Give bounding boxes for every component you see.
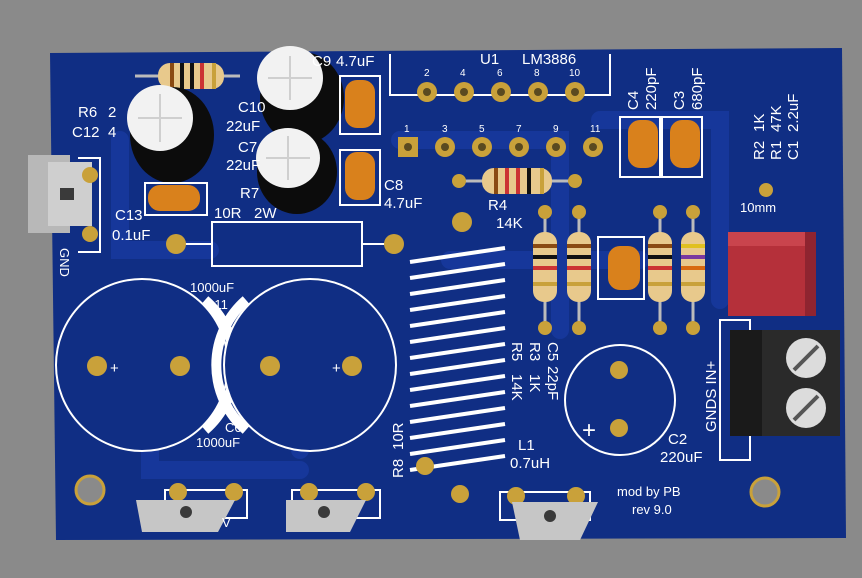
gnds-in-label: GNDS IN+: [703, 360, 720, 432]
c9-label: C9: [312, 53, 331, 70]
revision-label: rev 9.0: [632, 502, 672, 517]
r6-value: 2: [108, 104, 116, 121]
pin-1-label: 1: [404, 124, 410, 135]
gnd-label: GND: [57, 248, 72, 277]
c5-value: 22pF: [544, 366, 561, 400]
r6-resistor: [158, 63, 224, 89]
c5-label: C5: [544, 342, 561, 361]
r1-label: R1: [768, 141, 785, 160]
c6-plus: +: [332, 360, 341, 377]
c3-value: 680pF: [689, 67, 706, 110]
c12-electrolytic: [127, 85, 214, 183]
c9-value: 4.7uF: [336, 53, 374, 70]
pin-4-label: 4: [460, 68, 466, 79]
r4-label: R4: [488, 197, 507, 214]
c2-outline: [564, 344, 676, 456]
pin-9-label: 9: [553, 124, 559, 135]
c3-capacitor: [670, 120, 700, 168]
lm3886-label: LM3886: [522, 51, 576, 68]
c5-capacitor: [608, 246, 640, 290]
r5-label: R5: [508, 342, 525, 361]
c13-capacitor: [148, 185, 200, 211]
c6-value: 1000uF: [196, 435, 240, 450]
c7-label: C7: [238, 139, 257, 156]
c11-value: 1000uF: [190, 280, 234, 295]
c8-label: C8: [384, 177, 403, 194]
c11-plus: +: [110, 360, 119, 377]
r4-value: 14K: [496, 215, 523, 232]
c3-label: C3: [671, 91, 688, 110]
c6-label: C6: [225, 420, 242, 435]
r8-value: 10R: [390, 422, 407, 450]
r7-label: R7: [240, 185, 259, 202]
pin-7-label: 7: [516, 124, 522, 135]
pin-10-label: 10: [569, 68, 581, 79]
c12-label: C12: [72, 124, 100, 141]
r8-label: R8: [390, 459, 407, 478]
c9-capacitor: [345, 80, 375, 128]
r1-value: 47K: [768, 105, 785, 132]
r2-label: R2: [751, 141, 768, 160]
c10-label: C10: [238, 99, 266, 116]
c2-label: C2: [668, 431, 687, 448]
c1-label: C1: [785, 141, 802, 160]
mounting-holes: [74, 474, 781, 508]
c11-outline: [55, 278, 229, 452]
c13-value: 0.1uF: [112, 227, 150, 244]
c4-value: 220pF: [643, 67, 660, 110]
gnd-tab-connector: [28, 155, 92, 233]
c2-plus: +: [582, 417, 596, 444]
c11-label: C11: [205, 297, 228, 312]
r7-resistance: 10R: [214, 205, 242, 222]
c1-value: 2.2uF: [785, 94, 802, 132]
c10-value: 22uF: [226, 118, 260, 135]
r4-resistor: [482, 168, 552, 194]
c4-label: C4: [625, 91, 642, 110]
c1-film-capacitor: [728, 232, 816, 316]
r3-label: R3: [526, 342, 543, 361]
c8-value: 4.7uF: [384, 195, 422, 212]
r5-value: 14K: [508, 374, 525, 401]
pin-2-label: 2: [424, 68, 430, 79]
r5-resistor: [533, 212, 557, 330]
input-terminal-block: [730, 330, 840, 436]
c12-value: 4: [108, 124, 116, 141]
c10-electrolytic: [257, 46, 344, 144]
r6-label: R6: [78, 104, 97, 121]
r1-resistor: [681, 212, 705, 330]
bottom-spade-terminals: [136, 483, 598, 540]
credit-label: mod by PB: [617, 484, 681, 499]
pin-5-label: 5: [479, 124, 485, 135]
r3-resistor: [567, 212, 591, 330]
l1-value: 0.7uH: [510, 455, 550, 472]
c6-outline: [223, 278, 397, 452]
pin-8-label: 8: [534, 68, 540, 79]
pin-6-label: 6: [497, 68, 503, 79]
c7-electrolytic: [256, 128, 337, 214]
r3-value: 1K: [526, 374, 543, 392]
v-partial-label: V: [222, 515, 231, 530]
u1-label: U1: [480, 51, 499, 68]
c4-capacitor: [628, 120, 658, 168]
c8-capacitor: [345, 152, 375, 200]
pin-11-label: 11: [590, 124, 601, 135]
c7-value: 22uF: [226, 157, 260, 174]
l1-label: L1: [518, 437, 535, 454]
r2-resistor: [648, 212, 672, 330]
u1-bottom-pads: [398, 137, 603, 157]
r7-wattage: 2W: [254, 205, 277, 222]
pin-3-label: 3: [442, 124, 448, 135]
c13-label: C13: [115, 207, 143, 224]
c2-value: 220uF: [660, 449, 703, 466]
r2-value: 1K: [751, 114, 768, 132]
10mm-label: 10mm: [740, 200, 776, 215]
r7-outline: [176, 221, 394, 267]
l1-inductor: [409, 246, 506, 472]
